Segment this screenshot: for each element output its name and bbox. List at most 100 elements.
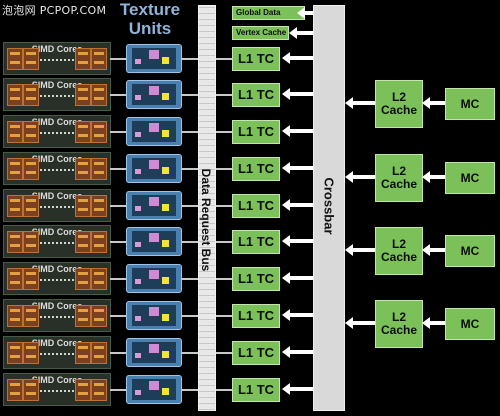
texture-filter-block xyxy=(149,344,159,353)
texture-unit xyxy=(126,44,182,73)
simd-core-block xyxy=(91,84,107,106)
simd-core-block xyxy=(23,342,39,364)
simd-core-dots xyxy=(40,169,74,171)
bus-to-l1-link xyxy=(214,131,232,133)
texture-unit xyxy=(126,191,182,220)
vertex-cache: Vertex Cache xyxy=(232,26,289,40)
simd-core-row: SIMD Cores xyxy=(3,336,111,369)
simd-core-block xyxy=(23,158,39,180)
simd-cores-label: SIMD Cores xyxy=(31,338,83,348)
data-request-bus-label-wrap: Data Request Bus xyxy=(196,140,216,300)
bus-to-l1-link xyxy=(214,352,232,354)
simd-core-block xyxy=(7,305,23,327)
texture-filter-block xyxy=(149,307,159,316)
simd-core-block xyxy=(7,195,23,217)
memory-controller: MC xyxy=(445,162,495,194)
texture-unit xyxy=(126,80,182,109)
texture-to-bus-link xyxy=(181,278,198,280)
texture-filter-block xyxy=(149,86,159,95)
simd-to-texture-link xyxy=(110,389,126,391)
l1-texture-cache: L1 TC xyxy=(232,83,280,107)
texture-filter-block xyxy=(149,50,159,59)
simd-core-row: SIMD Cores xyxy=(3,115,111,148)
global-data-share: Global Data Share xyxy=(232,6,305,29)
texture-to-bus-link xyxy=(181,94,198,96)
l1-texture-cache: L1 TC xyxy=(232,341,280,365)
simd-to-texture-link xyxy=(110,315,126,317)
simd-core-block xyxy=(23,379,39,401)
simd-core-block xyxy=(75,268,91,290)
mc-to-l2-arrow xyxy=(422,171,445,183)
simd-core-block xyxy=(91,342,107,364)
simd-core-dots xyxy=(40,279,74,281)
texture-unit xyxy=(126,117,182,146)
l2-label-line1: L2 xyxy=(391,310,406,324)
crossbar-to-l1-arrow xyxy=(282,162,313,174)
mc-to-l2-arrow xyxy=(422,97,445,109)
texture-to-bus-link xyxy=(181,168,198,170)
simd-core-block xyxy=(91,268,107,290)
simd-core-block xyxy=(23,231,39,253)
simd-cores-label: SIMD Cores xyxy=(31,117,83,127)
simd-core-block xyxy=(7,48,23,70)
crossbar-to-l1-arrow xyxy=(282,125,313,137)
crossbar-label: Crossbar xyxy=(321,177,337,235)
texture-to-bus-link xyxy=(181,241,198,243)
texture-cache-block xyxy=(162,93,169,100)
texture-to-bus-link xyxy=(181,389,198,391)
simd-core-dots xyxy=(40,316,74,318)
simd-cores-label: SIMD Cores xyxy=(31,154,83,164)
l2-label-line2: Cache xyxy=(380,323,418,337)
texture-cache-block xyxy=(162,277,169,284)
crossbar-to-l1-arrow xyxy=(282,309,313,321)
simd-core-dots xyxy=(40,132,74,134)
simd-core-block xyxy=(7,121,23,143)
l2-label-line2: Cache xyxy=(380,177,418,191)
simd-core-block xyxy=(75,158,91,180)
simd-core-dots xyxy=(40,206,74,208)
crossbar-to-l1-arrow xyxy=(282,52,313,64)
bus-to-l1-link xyxy=(214,94,232,96)
simd-core-block xyxy=(75,195,91,217)
simd-core-block xyxy=(91,379,107,401)
simd-core-block xyxy=(75,48,91,70)
simd-core-block xyxy=(75,379,91,401)
simd-core-row: SIMD Cores xyxy=(3,373,111,406)
texture-filter-block xyxy=(149,270,159,279)
arrow-to-global-data-share xyxy=(297,7,313,19)
simd-core-dots xyxy=(40,390,74,392)
data-request-bus-label: Data Request Bus xyxy=(199,168,213,272)
simd-core-row: SIMD Cores xyxy=(3,42,111,75)
texture-to-bus-link xyxy=(181,352,198,354)
simd-core-block xyxy=(91,305,107,327)
simd-to-texture-link xyxy=(110,278,126,280)
simd-cores-label: SIMD Cores xyxy=(31,264,83,274)
l1-texture-cache: L1 TC xyxy=(232,194,280,218)
texture-address-block xyxy=(135,316,141,321)
simd-to-texture-link xyxy=(110,168,126,170)
simd-core-block xyxy=(75,342,91,364)
simd-core-block xyxy=(7,379,23,401)
simd-core-block xyxy=(75,305,91,327)
l1-texture-cache: L1 TC xyxy=(232,304,280,328)
bus-to-l1-link xyxy=(214,278,232,280)
simd-to-texture-link xyxy=(110,58,126,60)
texture-cache-block xyxy=(162,204,169,211)
simd-core-block xyxy=(23,84,39,106)
texture-to-bus-link xyxy=(181,58,198,60)
l2-label-line2: Cache xyxy=(380,250,418,264)
simd-cores-label: SIMD Cores xyxy=(31,191,83,201)
simd-core-block xyxy=(23,121,39,143)
simd-core-block xyxy=(91,48,107,70)
l2-label-line1: L2 xyxy=(391,164,406,178)
bus-to-l1-link xyxy=(214,389,232,391)
simd-core-block xyxy=(23,268,39,290)
texture-address-block xyxy=(135,279,141,284)
texture-cache-block xyxy=(162,388,169,395)
simd-core-row: SIMD Cores xyxy=(3,225,111,258)
simd-core-block xyxy=(91,158,107,180)
